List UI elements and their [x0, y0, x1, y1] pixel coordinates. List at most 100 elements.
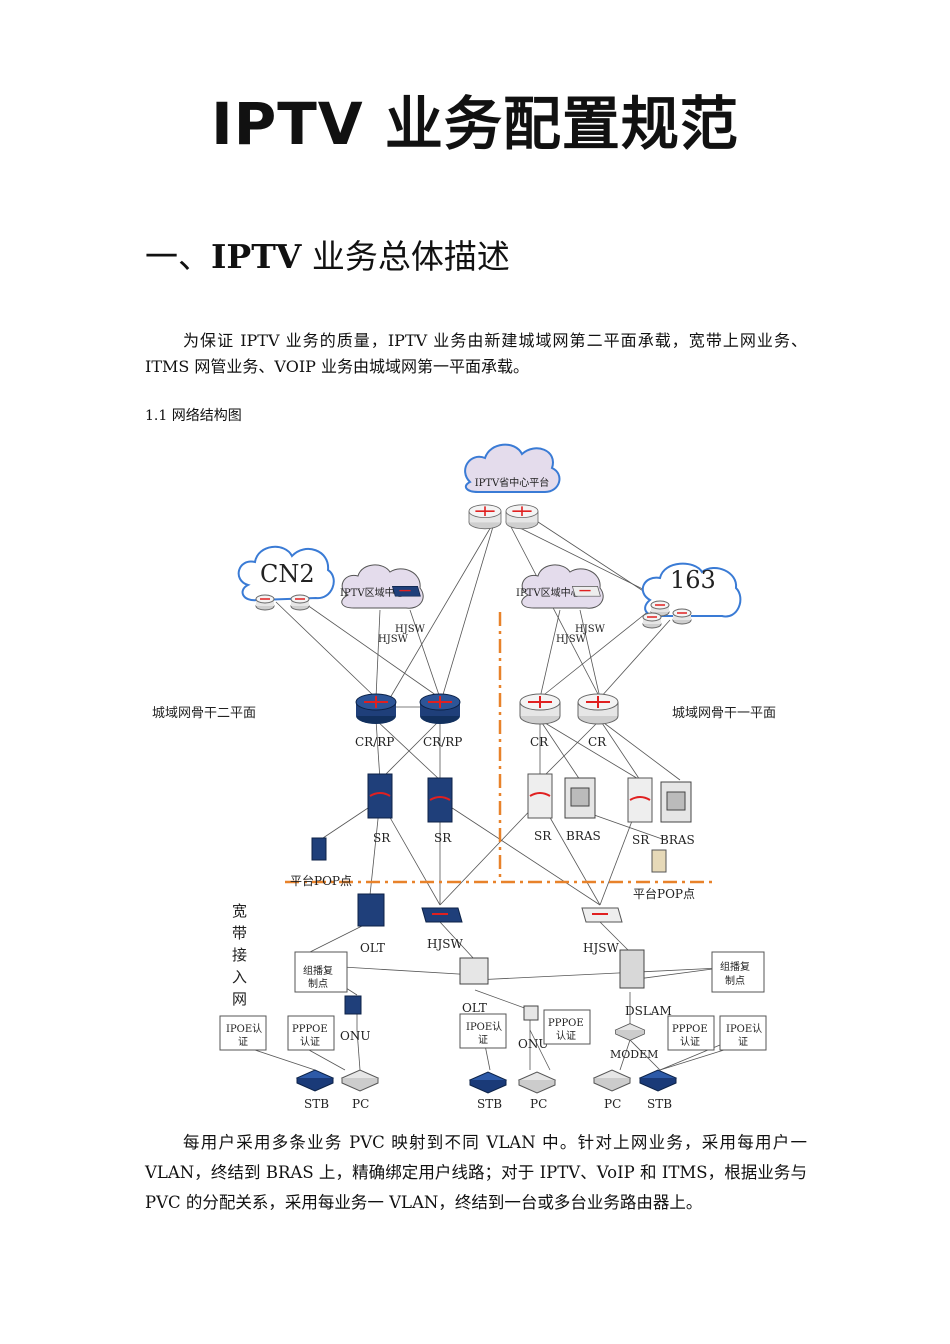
pppoe-box — [287, 1015, 335, 1051]
region-center-left: IPTV区域中心 HJSW HJSW — [340, 564, 426, 645]
sr-server-icon — [627, 777, 653, 823]
hjsw-label: HJSW — [556, 634, 587, 645]
olt-icon — [357, 893, 385, 927]
hjsw-switch-icon — [581, 907, 623, 923]
svg-text:证: 证 — [238, 1036, 248, 1048]
modem-icon — [615, 1023, 645, 1041]
pop-left: 平台POP点 — [290, 837, 352, 888]
stb-icon — [639, 1069, 677, 1092]
region-left-label: IPTV区域中心 — [340, 586, 405, 599]
svg-text:宽: 宽 — [232, 902, 247, 920]
dslam-icon — [619, 949, 645, 989]
svg-text:PPPOE: PPPOE — [548, 1018, 584, 1029]
plane-one-label: 城域网骨干一平面 — [672, 706, 776, 721]
stb-label: STB — [304, 1097, 329, 1111]
onu-label: ONU — [340, 1029, 370, 1043]
sr-label: SR — [534, 829, 552, 843]
svg-text:PPPOE: PPPOE — [672, 1024, 708, 1035]
pppoe-box — [543, 1009, 591, 1045]
intro-paragraph: 为保证 IPTV 业务的质量，IPTV 业务由新建城域网第二平面承载，宽带上网业… — [145, 331, 807, 376]
connection-lines — [239, 519, 741, 1071]
pc-icon — [518, 1071, 556, 1094]
olt-icon — [459, 957, 489, 985]
svg-text:制点: 制点 — [308, 977, 328, 990]
sr-server-icon — [527, 773, 553, 819]
svg-text:证: 证 — [738, 1036, 748, 1048]
dslam-label: DSLAM — [625, 1004, 672, 1018]
section-bold-text: IPTV — [211, 237, 302, 276]
document-title: IPTV 业务配置规范 — [211, 90, 739, 158]
svg-text:入: 入 — [232, 968, 247, 986]
onu-label: ONU — [518, 1037, 548, 1051]
cr-rp-label: CR/RP — [423, 735, 462, 749]
cr-label: CR — [530, 735, 549, 749]
bras-label: BRAS — [566, 829, 601, 843]
ipoe-box — [459, 1013, 507, 1049]
bras-label: BRAS — [660, 833, 695, 847]
svg-text:接: 接 — [232, 946, 247, 964]
bras-icon — [564, 777, 596, 819]
hjsw-switch-icon — [421, 907, 463, 923]
cr-rp-router-icon — [419, 693, 461, 725]
subsection-heading: 1.1 网络结构图 — [145, 408, 242, 424]
pop-right: 平台POP点 — [633, 849, 695, 901]
sr-server-icon — [367, 773, 393, 819]
stb-icon — [469, 1071, 507, 1094]
section-heading: 一、IPTV 业务总体描述 — [145, 234, 510, 280]
cr-router-icon — [519, 693, 561, 725]
stb-label: STB — [647, 1097, 672, 1111]
broadband-access-label: 宽 带 接 入 网 — [232, 902, 247, 1008]
network-diagram: IPTV省中心平台 CN2 163 IPTV区域中心 HJSW HJSW IPT… — [152, 443, 776, 1111]
cr-rp-label: CR/RP — [355, 735, 394, 749]
sr-label: SR — [434, 831, 452, 845]
svg-text:组播复: 组播复 — [303, 964, 333, 977]
cn2-label: CN2 — [260, 560, 315, 588]
bras-icon — [660, 781, 692, 823]
cr-router-icon — [577, 693, 619, 725]
pc-icon — [341, 1069, 379, 1092]
cr-rp-router-icon — [355, 693, 397, 725]
sr-server-icon — [427, 777, 453, 823]
hjsw-label: HJSW — [575, 624, 606, 635]
body-paragraph: 每用户采用多条业务 PVC 映射到不同 VLAN 中。针对上网业务，采用每用户一… — [145, 1133, 807, 1212]
section-rest-text: 业务总体描述 — [301, 237, 510, 276]
sr-label: SR — [373, 831, 391, 845]
olt-label: OLT — [462, 1001, 487, 1015]
ipoe-box — [719, 1015, 767, 1051]
svg-text:制点: 制点 — [725, 974, 745, 987]
pc-label: PC — [352, 1097, 369, 1111]
stb-icon — [296, 1069, 334, 1092]
hjsw-label: HJSW — [395, 624, 426, 635]
multicast-box — [711, 951, 765, 993]
svg-text:认证: 认证 — [300, 1035, 320, 1048]
cn2-cloud: CN2 — [237, 546, 335, 611]
sr-label: SR — [632, 833, 650, 847]
olt-label: OLT — [360, 941, 385, 955]
svg-text:认证: 认证 — [680, 1035, 700, 1048]
region-right-label: IPTV区域中心 — [516, 586, 581, 599]
pop-label: 平台POP点 — [290, 873, 352, 888]
cr-label: CR — [588, 735, 607, 749]
svg-text:组播复: 组播复 — [720, 960, 750, 973]
section-number: 一、 — [145, 237, 211, 276]
svg-text:IPOE认: IPOE认 — [726, 1022, 762, 1035]
onu-icon — [344, 995, 362, 1015]
province-platform-cloud: IPTV省中心平台 — [464, 443, 561, 530]
svg-text:证: 证 — [478, 1034, 488, 1046]
pc-label: PC — [604, 1097, 621, 1111]
hjsw-label: HJSW — [427, 937, 463, 951]
svg-text:认证: 认证 — [556, 1029, 576, 1042]
province-platform-label: IPTV省中心平台 — [475, 476, 550, 489]
multicast-box — [294, 951, 348, 993]
region-center-right: IPTV区域中心 HJSW HJSW — [516, 564, 606, 645]
pop-label: 平台POP点 — [633, 886, 695, 901]
modem-label: MODEM — [610, 1048, 658, 1061]
hjsw-label: HJSW — [583, 941, 619, 955]
pppoe-box — [667, 1015, 715, 1051]
svg-text:IPOE认: IPOE认 — [226, 1022, 262, 1035]
stb-label: STB — [477, 1097, 502, 1111]
onu-icon — [523, 1005, 539, 1021]
svg-text:PPPOE: PPPOE — [292, 1024, 328, 1035]
svg-text:带: 带 — [232, 924, 247, 942]
svg-text:IPOE认: IPOE认 — [466, 1020, 502, 1033]
